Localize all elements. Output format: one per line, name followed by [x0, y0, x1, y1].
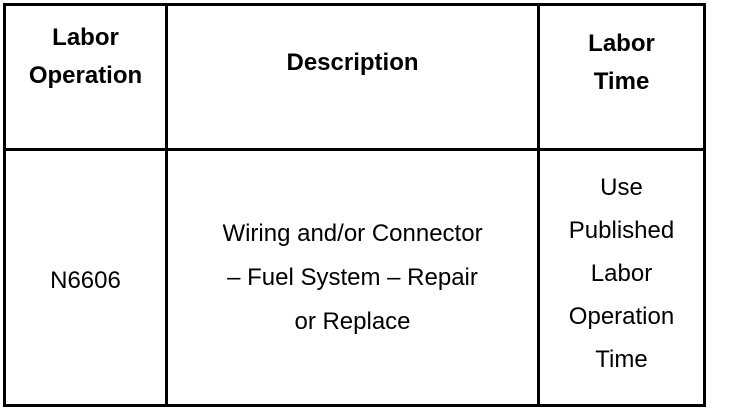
header-description-text: Description	[286, 49, 419, 76]
cell-description: Wiring and/or Connector – Fuel System – …	[165, 148, 540, 407]
description-line-3: or Replace	[294, 307, 411, 335]
labor-time-line-3: Labor	[590, 260, 653, 287]
header-labor-operation-line-2: Operation	[28, 62, 143, 89]
header-labor-time-line-2: Time	[593, 68, 650, 95]
description-line-1: Wiring and/or Connector	[222, 219, 483, 247]
labor-time-line-1: Use	[600, 174, 643, 201]
labor-time-line-2: Published	[568, 217, 675, 244]
header-description: Description	[165, 3, 540, 151]
table-header-row: Labor Operation Description Labor Time	[3, 3, 706, 151]
labor-time-line-5: Time	[595, 346, 648, 373]
labor-operation-table: Labor Operation Description Labor Time N…	[3, 3, 706, 407]
labor-time-line-4: Operation	[568, 303, 675, 330]
cell-labor-time: Use Published Labor Operation Time	[537, 148, 706, 407]
cell-labor-operation: N6606	[3, 148, 168, 407]
header-labor-time: Labor Time	[537, 3, 706, 151]
header-labor-time-line-1: Labor	[588, 30, 655, 57]
header-labor-operation: Labor Operation	[3, 3, 168, 151]
header-labor-operation-line-1: Labor	[52, 24, 119, 51]
table-row: N6606 Wiring and/or Connector – Fuel Sys…	[3, 148, 706, 407]
description-line-2: – Fuel System – Repair	[227, 263, 478, 291]
labor-operation-code: N6606	[50, 266, 121, 294]
